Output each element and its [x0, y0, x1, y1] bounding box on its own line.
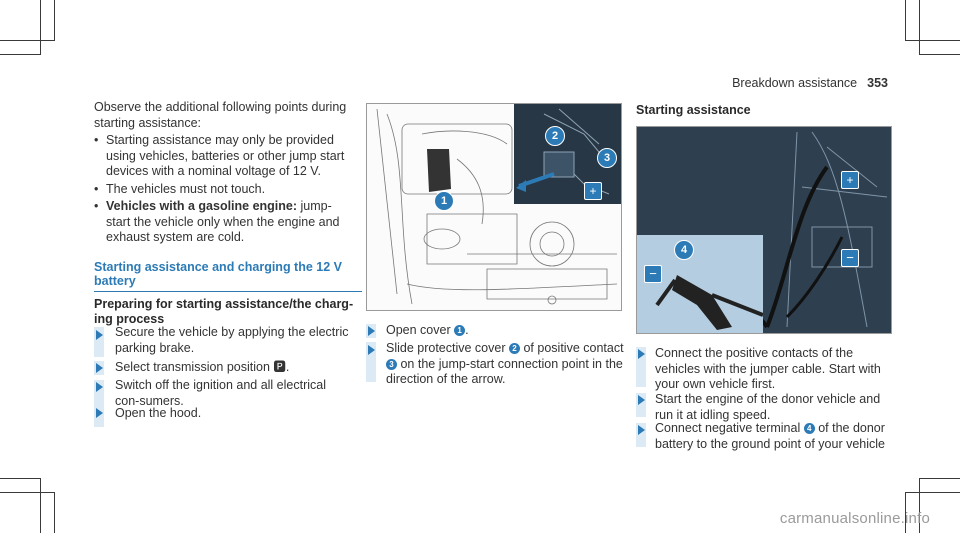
bullet-item: Starting assistance may only be provided… [94, 133, 356, 180]
step-text: Start the engine of the donor vehicle an… [655, 392, 881, 422]
inline-callout-2: 2 [509, 343, 520, 355]
crop-mark [0, 492, 55, 493]
step-text-part: Open cover [386, 323, 451, 337]
step-text-part: of positive contact [523, 341, 624, 355]
step-bar [636, 347, 646, 387]
inline-callout-1: 1 [454, 325, 466, 337]
step-text-part: Slide protective cover [386, 341, 506, 355]
bullet-text: The vehicles must not touch. [106, 181, 266, 196]
minus-badge: − [644, 265, 662, 283]
crop-mark [40, 0, 41, 55]
step-bar [636, 393, 646, 417]
intro-block: Observe the additional following points … [94, 100, 356, 248]
plus-badge: + [584, 182, 602, 200]
crop-mark [905, 493, 906, 533]
inline-callout-3: 3 [386, 358, 397, 370]
step-bar [636, 423, 646, 447]
step-text-part: on the jump-start connection point in th… [386, 356, 623, 387]
crop-mark [905, 492, 960, 493]
page-number: 353 [867, 76, 888, 90]
bullet-text: Starting assistance may only be provided… [106, 133, 345, 178]
crop-mark [905, 0, 906, 40]
section-title: Starting assistance and charging the 12 … [94, 260, 362, 292]
step-text: Open the hood. [115, 406, 202, 420]
step-text: Switch off the ignition and all electric… [115, 378, 326, 408]
crop-mark [919, 478, 920, 533]
bullet-bold-text: Vehicles with a gasoline engine: [106, 199, 298, 213]
step-text-part: . [465, 323, 469, 337]
sub-title: Preparing for starting assistance/the ch… [94, 297, 354, 326]
clamp-drawing [655, 275, 764, 330]
callout-2: 2 [545, 126, 565, 146]
cover-shape [427, 149, 451, 192]
crop-mark [54, 493, 55, 533]
step-arrow-icon [96, 330, 103, 340]
crop-mark [920, 478, 960, 479]
crop-mark [54, 0, 55, 40]
step-arrow-icon [96, 382, 103, 392]
step-arrow-icon [368, 326, 375, 336]
step-text-part: Connect negative terminal [655, 421, 801, 435]
plus-badge: + [841, 171, 859, 189]
column-title: Starting assistance [636, 103, 751, 117]
step-bar [94, 327, 104, 357]
step-arrow-icon [638, 425, 645, 435]
step-arrow-icon [638, 395, 645, 405]
running-header: Breakdown assistance 353 [732, 76, 888, 90]
engine-bay-illustration: 2 3 + 1 [366, 103, 622, 311]
crop-mark [0, 40, 55, 41]
step-text: Connect the positive contacts of the veh… [655, 346, 881, 391]
bullet-item: Vehicles with a gasoline engine: jump-st… [94, 199, 356, 246]
step-arrow-icon [638, 349, 645, 359]
watermark: carmanualsonline.info [779, 510, 930, 527]
crop-mark [40, 478, 41, 533]
inline-callout-4: 4 [803, 423, 815, 435]
step-bar [366, 342, 376, 382]
engine-bay-drawing [376, 108, 618, 305]
clamp-inset [637, 235, 764, 333]
step-text: Connect negative terminal 4 of the donor… [655, 421, 895, 452]
step-arrow-icon [96, 363, 103, 373]
callout-1: 1 [434, 191, 454, 211]
step-arrow-icon [96, 408, 103, 418]
bullet-text: jump-start the vehicle only when the eng… [106, 199, 340, 244]
crop-mark [920, 54, 960, 55]
step-text: Secure the vehicle by applying the elect… [115, 325, 349, 355]
bullet-item: The vehicles must not touch. [94, 182, 356, 198]
step-bar [94, 380, 104, 410]
crop-mark [0, 478, 40, 479]
step-text: Slide protective cover 2 of positive con… [386, 341, 626, 388]
callout-4: 4 [674, 240, 694, 260]
step-text: Open cover 1. [386, 323, 626, 339]
step-arrow-icon [368, 345, 375, 355]
intro-text: Observe the additional following points … [94, 100, 347, 130]
crop-mark [0, 54, 40, 55]
header-section: Breakdown assistance [732, 76, 858, 90]
jump-start-illustration: 4 − + − [636, 126, 892, 334]
step-text-part: of the donor battery to the ground point… [655, 421, 886, 451]
callout-3: 3 [597, 148, 617, 168]
crop-mark [905, 40, 960, 41]
crop-mark [919, 0, 920, 55]
minus-badge: − [841, 249, 859, 267]
step-text: Select transmission position 🅿. [115, 360, 290, 374]
